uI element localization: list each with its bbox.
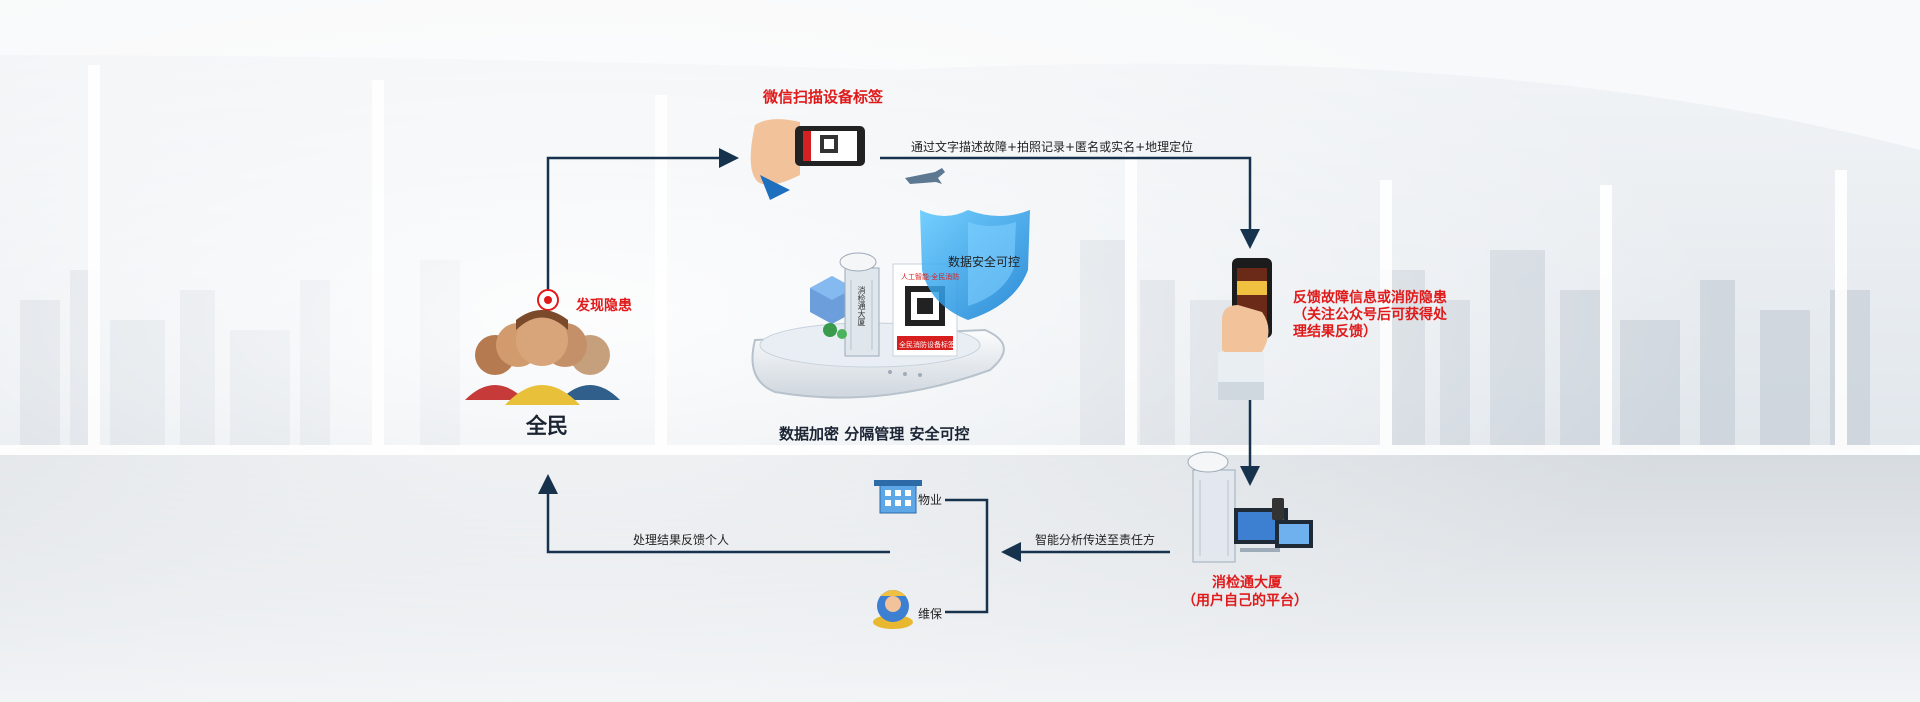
describe-label: 通过文字描述故障+拍照记录+匿名或实名+地理定位 [911,140,1194,154]
hand-phone-feedback-icon [1218,258,1272,400]
public-label: 全民 [526,414,568,438]
wechat-scan-label: 微信扫描设备标签 [763,88,884,106]
tablet-top-text: 人工智能·全民消防 [901,273,960,281]
platform-building-icon [1187,451,1313,563]
arrow-to-public [538,474,890,554]
analysis-label: 智能分析传送至责任方 [1035,533,1156,547]
feedback-line-1: 反馈故障信息或消防隐患 [1293,290,1447,306]
property-label: 物业 [918,493,943,507]
arrow-to-scan [546,148,739,300]
feedback-line-3: 理结果反馈） [1293,324,1377,340]
platform-name: 消检通大厦 [1212,575,1282,591]
property-building-icon [874,480,922,514]
hand-phone-scan-icon [750,119,865,200]
people-group-icon [465,310,620,405]
building-text: 消检通大厦 [857,286,866,326]
platform-subtitle: （用户自己的平台） [1182,593,1308,609]
discover-label: 发现隐患 [576,298,632,314]
security-badge: 数据安全可控 [948,255,1021,269]
bracket-responsible [945,498,989,614]
airplane-icon [905,168,945,184]
secure-data-illustration [751,210,1030,399]
arrow-to-feedback [880,156,1260,249]
result-label: 处理结果反馈个人 [633,533,730,547]
security-caption: 数据加密 分隔管理 安全可控 [779,425,970,443]
flow-lines [538,148,1260,614]
target-icon [537,289,559,311]
tablet-button-text: 全民消防设备标签 [899,341,955,349]
feedback-line-2: （关注公众号后可获得处 [1293,307,1447,323]
maintenance-label: 维保 [918,607,943,621]
maintenance-worker-icon [873,590,913,629]
